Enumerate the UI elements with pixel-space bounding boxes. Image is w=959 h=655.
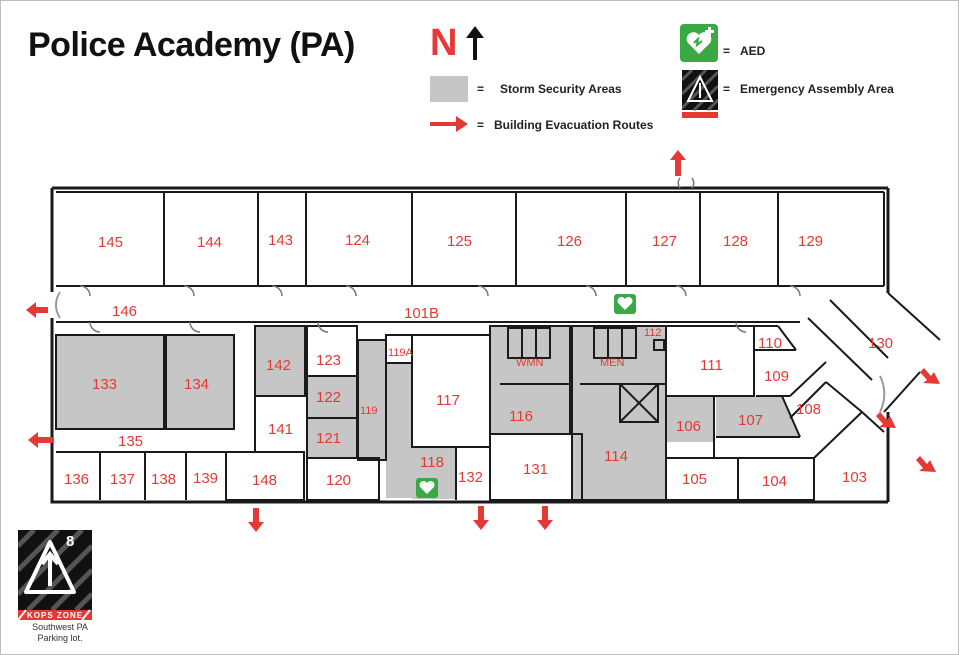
room-114: 114 [604, 448, 628, 465]
room-110: 110 [758, 335, 782, 352]
assembly-zone-badge: KOPS ZONE [27, 611, 84, 620]
room-129: 129 [798, 233, 823, 250]
south-rooms [55, 292, 941, 501]
room-116: 116 [509, 408, 533, 425]
room-144: 144 [197, 234, 222, 251]
map-title: Police Academy (PA) [28, 26, 355, 64]
legend-storm-label: Storm Security Areas [500, 82, 622, 96]
doors [55, 177, 886, 413]
aed-icon [680, 24, 718, 62]
room-145: 145 [98, 234, 123, 251]
north-rooms [56, 191, 885, 323]
room-121: 121 [316, 430, 341, 447]
room-141: 141 [268, 421, 293, 438]
room-122: 122 [316, 389, 341, 406]
legend-equals-storm: = [477, 82, 485, 96]
room-137: 137 [110, 471, 135, 488]
evac-arrow-south-1 [248, 508, 264, 532]
aed-marker-1 [614, 294, 636, 314]
room-120: 120 [326, 472, 351, 489]
assembly-note: Southwest PA Parking lot. [20, 622, 100, 644]
room-104: 104 [762, 473, 787, 490]
room-labels: 145 144 143 124 125 126 127 128 129 146 … [64, 232, 893, 490]
room-142: 142 [266, 357, 291, 374]
legend-equals-evac: = [477, 118, 485, 132]
room-134: 134 [184, 376, 209, 393]
assembly-zone-number: 8 [66, 533, 75, 550]
legend-aed-label: AED [740, 44, 766, 58]
assembly-note-line2: Parking lot. [37, 633, 83, 643]
evac-arrow-west-1 [26, 302, 48, 318]
room-103: 103 [842, 469, 867, 486]
storm-area-swatch [430, 76, 468, 102]
room-138: 138 [151, 471, 176, 488]
room-132: 132 [458, 469, 483, 486]
assembly-zone-8-icon [18, 530, 92, 620]
north-label: N [430, 22, 458, 64]
room-119a: 119A [388, 347, 414, 359]
room-123: 123 [316, 352, 341, 369]
legend-equals-assembly: = [723, 82, 731, 96]
room-101b: 101B [404, 305, 439, 322]
aed-marker-2 [416, 478, 438, 498]
assembly-area-icon [682, 70, 718, 118]
room-139: 139 [193, 470, 218, 487]
room-106: 106 [676, 418, 701, 435]
room-117: 117 [436, 392, 460, 409]
evac-arrow-east-3 [916, 456, 936, 472]
room-wmn: WMN [516, 357, 544, 369]
room-146: 146 [112, 303, 137, 320]
evac-arrow-east-1 [920, 368, 940, 384]
room-111: 111 [700, 357, 723, 374]
evac-arrow-north [670, 150, 686, 176]
room-107: 107 [738, 412, 763, 429]
legend-evac-label: Building Evacuation Routes [494, 118, 654, 132]
room-136: 136 [64, 471, 89, 488]
assembly-note-line1: Southwest PA [32, 622, 88, 632]
room-105: 105 [682, 471, 707, 488]
storm-areas [56, 326, 800, 500]
room-127: 127 [652, 233, 677, 250]
evac-arrow-icon [430, 116, 468, 132]
room-131: 131 [523, 461, 548, 478]
room-143: 143 [268, 232, 293, 249]
room-109: 109 [764, 368, 789, 385]
north-arrow-icon [466, 26, 484, 60]
room-133: 133 [92, 376, 117, 393]
evac-arrow-south-3 [537, 506, 553, 530]
outer-walls [50, 186, 890, 504]
evac-routes [26, 150, 940, 532]
room-124: 124 [345, 232, 370, 249]
room-125: 125 [447, 233, 472, 250]
room-112: 112 [644, 327, 662, 339]
room-135: 135 [118, 433, 143, 450]
evac-arrow-east-2 [876, 412, 896, 428]
room-119: 119 [360, 405, 378, 417]
room-130: 130 [868, 335, 893, 352]
legend-equals-aed: = [723, 44, 731, 58]
room-108: 108 [796, 401, 821, 418]
room-118: 118 [420, 454, 444, 471]
legend-assembly-label: Emergency Assembly Area [740, 82, 894, 96]
room-men: MEN [600, 357, 625, 369]
room-126: 126 [557, 233, 582, 250]
room-148: 148 [252, 472, 277, 489]
evac-arrow-south-2 [473, 506, 489, 530]
room-128: 128 [723, 233, 748, 250]
evac-arrow-west-2 [28, 432, 54, 448]
